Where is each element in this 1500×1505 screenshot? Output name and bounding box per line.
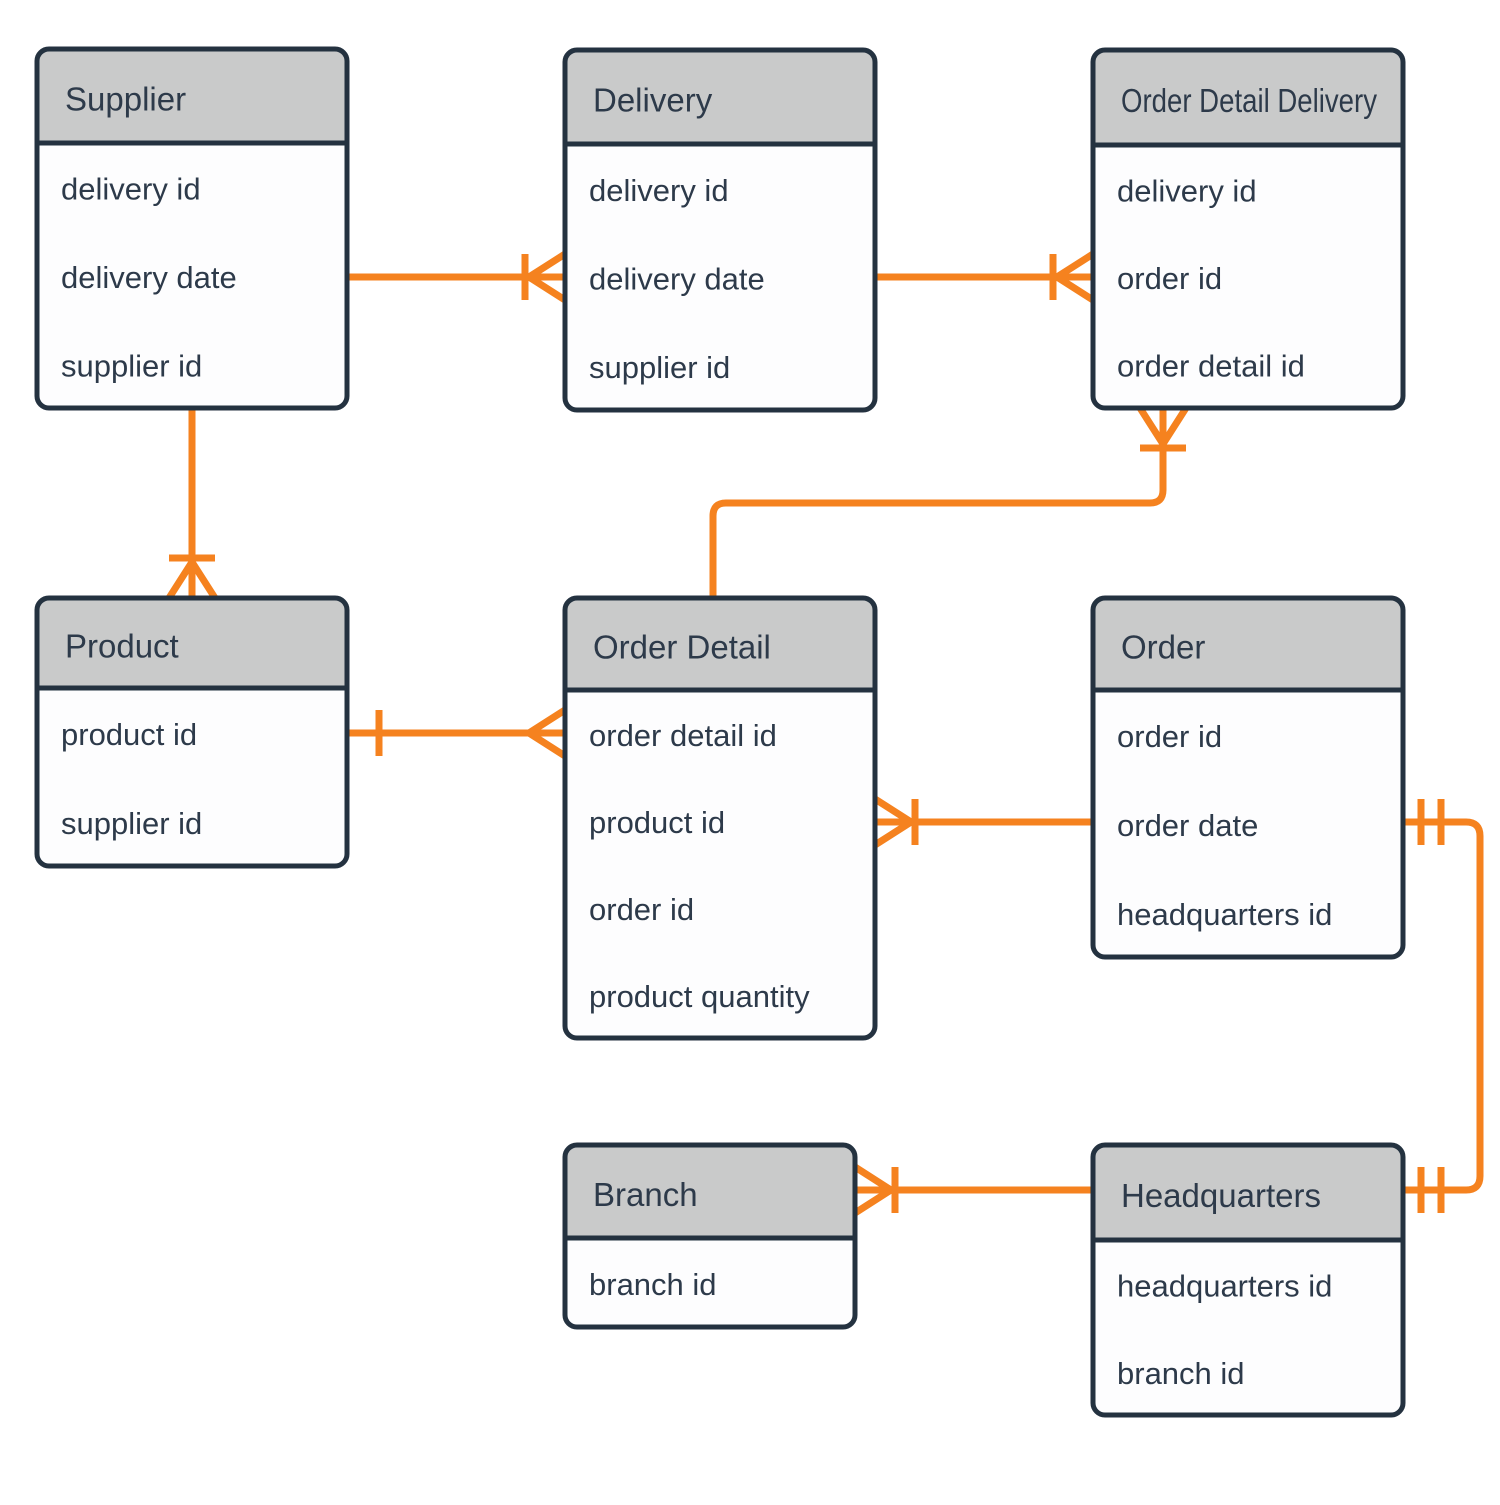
entity-header <box>1093 50 1403 145</box>
entity-product[interactable]: Product product id supplier id <box>34 595 350 869</box>
entity-attribute: delivery date <box>61 260 237 295</box>
entity-attribute: delivery date <box>589 262 765 297</box>
entity-body <box>565 598 875 1038</box>
cardinality-marker-many-one <box>1137 406 1189 452</box>
entity-header <box>37 49 347 143</box>
entity-attribute: headquarters id <box>1117 1268 1332 1303</box>
entity-delivery[interactable]: Delivery delivery id delivery date supplier… <box>562 47 878 413</box>
cardinality-marker-many-one <box>853 1164 899 1216</box>
cardinality-marker-many-one <box>521 251 567 303</box>
entity-attribute: order id <box>1117 261 1222 296</box>
entity-border <box>562 1142 858 1330</box>
entity-border <box>562 47 878 413</box>
entity-attribute: order id <box>1117 719 1222 754</box>
entity-border <box>34 595 350 869</box>
cardinality-marker-many-one <box>1049 251 1095 303</box>
entity-header <box>37 598 347 688</box>
relationship-delivery-order-detail-delivery[interactable] <box>875 251 1095 303</box>
entity-supplier[interactable]: Supplier delivery id delivery date supplier… <box>34 46 350 411</box>
entity-attribute: order detail id <box>1117 349 1305 384</box>
entity-border <box>1090 47 1406 411</box>
entity-border <box>34 46 350 411</box>
cardinality-marker-many-one <box>166 554 218 600</box>
relationship-line[interactable] <box>1403 818 1484 1194</box>
entity-header <box>565 1145 855 1238</box>
entity-attribute: headquarters id <box>1117 897 1332 932</box>
entity-title: Product <box>65 628 179 665</box>
entity-attribute: order id <box>589 892 694 927</box>
entity-attribute: product id <box>61 717 197 752</box>
relationship-order-headquarters[interactable] <box>1403 799 1484 1213</box>
entity-order[interactable]: Order order id order date headquarters id <box>1090 595 1406 960</box>
entity-border <box>1090 1142 1406 1418</box>
entities-layer: Supplier delivery id delivery date supplier… <box>34 46 1406 1418</box>
entity-headquarters[interactable]: Headquarters headquarters id branch id <box>1090 1142 1406 1418</box>
relationship-line[interactable] <box>709 408 1167 598</box>
entity-attribute: product quantity <box>589 979 810 1014</box>
entity-border <box>562 595 878 1041</box>
entity-attribute: delivery id <box>61 172 201 207</box>
relationship-order-detail-order[interactable] <box>873 796 1093 848</box>
connectors-layer <box>166 251 1484 1216</box>
entity-attribute: delivery id <box>1117 173 1257 208</box>
entity-header <box>565 598 875 690</box>
entity-title: Delivery <box>593 82 713 119</box>
entity-attribute: order date <box>1117 808 1258 843</box>
entity-header <box>565 50 875 144</box>
relationship-product-order-detail[interactable] <box>347 707 567 759</box>
entity-title: Order <box>1121 629 1205 666</box>
entity-border <box>1090 595 1406 960</box>
entity-attribute: supplier id <box>589 350 730 385</box>
entity-title: Supplier <box>65 81 186 118</box>
relationship-supplier-product[interactable] <box>166 408 218 600</box>
entity-attribute: supplier id <box>61 806 202 841</box>
entity-title: Order Detail <box>593 629 771 666</box>
entity-attribute: delivery id <box>589 173 729 208</box>
relationship-order-detail-delivery-order-detail[interactable] <box>709 406 1189 598</box>
entity-title: Order Detail Delivery <box>1121 82 1377 119</box>
entity-order-detail[interactable]: Order Detail order detail id product id ord… <box>562 595 878 1041</box>
cardinality-marker-many-one <box>873 796 919 848</box>
entity-title: Branch <box>593 1176 698 1213</box>
entity-attribute: branch id <box>589 1267 717 1302</box>
entity-title: Headquarters <box>1121 1177 1321 1214</box>
entity-attribute: product id <box>589 805 725 840</box>
cardinality-marker-many <box>527 707 567 759</box>
entity-branch[interactable]: Branch branch id <box>562 1142 858 1330</box>
relationship-supplier-delivery[interactable] <box>347 251 567 303</box>
entity-attribute: branch id <box>1117 1356 1245 1391</box>
entity-attribute: supplier id <box>61 348 202 383</box>
cardinality-marker-one-one <box>1417 1167 1445 1213</box>
entity-attribute: order detail id <box>589 718 777 753</box>
entity-header <box>1093 1145 1403 1240</box>
relationship-branch-headquarters[interactable] <box>853 1164 1093 1216</box>
cardinality-marker-one-one <box>1417 799 1445 845</box>
entity-order-detail-delivery[interactable]: Order Detail Delivery delivery id order id… <box>1090 47 1406 411</box>
entity-header <box>1093 598 1403 690</box>
